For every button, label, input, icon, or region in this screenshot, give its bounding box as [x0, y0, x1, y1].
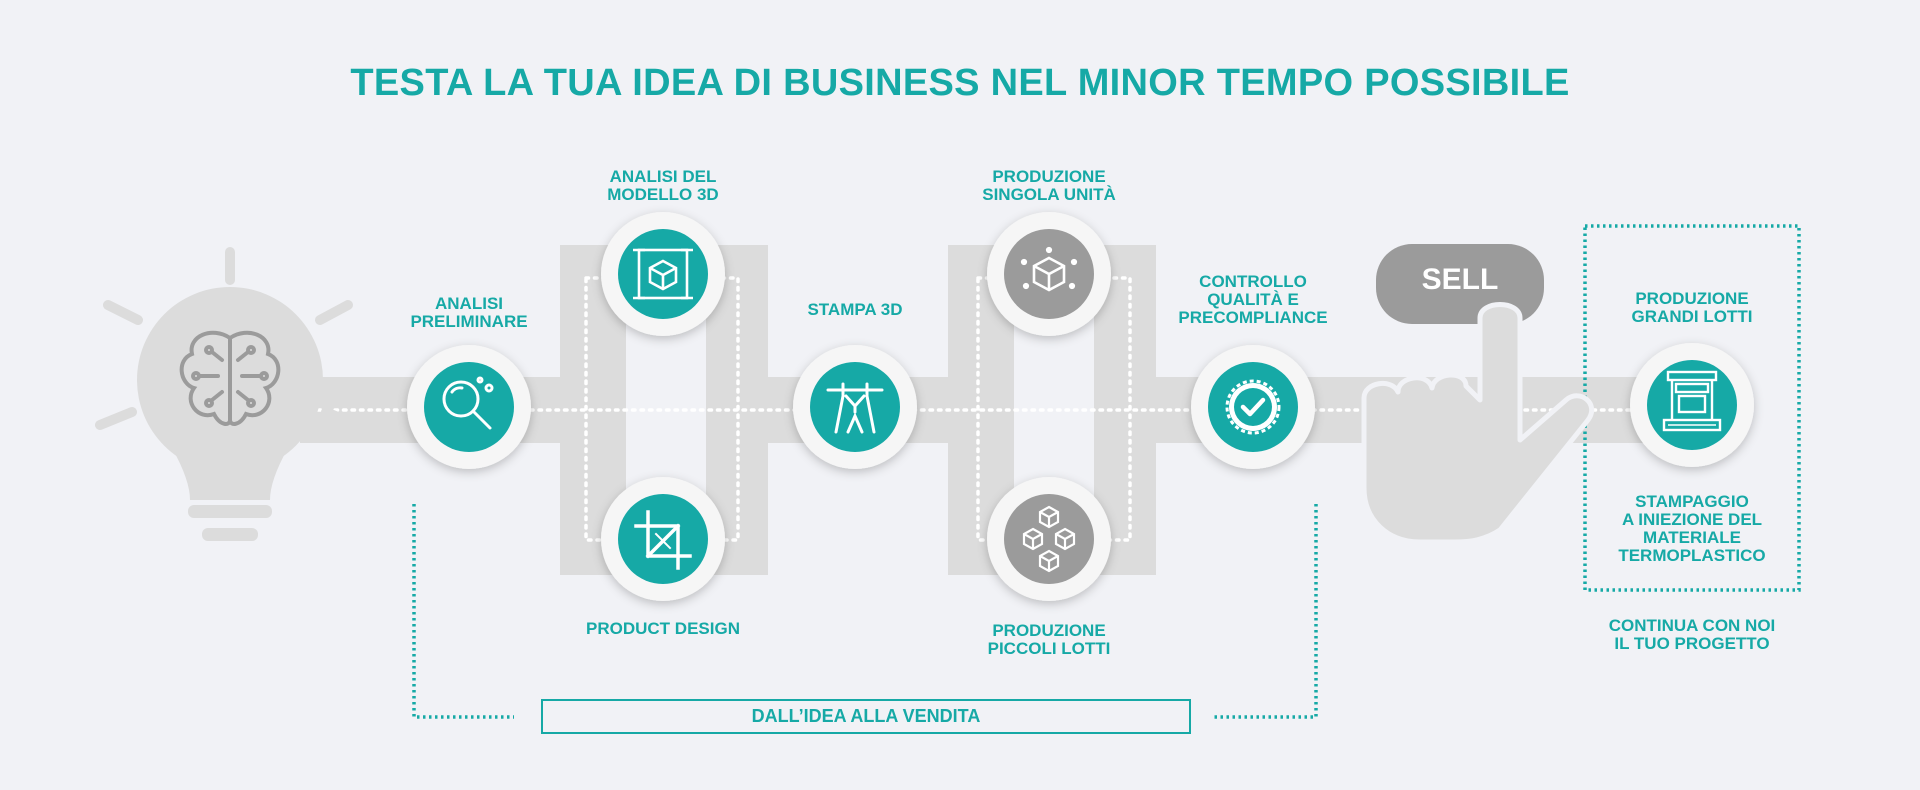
node-controllo — [1191, 345, 1315, 469]
node-grandi-lotti — [1630, 343, 1754, 467]
label-line: PRODUZIONE — [959, 622, 1139, 640]
label-line: PRODUCT DESIGN — [563, 620, 763, 638]
label-stampa-3d: STAMPA 3D — [775, 301, 935, 319]
label-line: PICCOLI LOTTI — [959, 640, 1139, 658]
label-line: A INIEZIONE DEL — [1597, 511, 1787, 529]
label-singola-unita: PRODUZIONE SINGOLA UNITÀ — [959, 168, 1139, 204]
node-product-design — [601, 477, 725, 601]
label-controllo: CONTROLLO QUALITÀ E PRECOMPLIANCE — [1158, 273, 1348, 327]
pointing-hand-icon — [1364, 305, 1592, 543]
label-line: MATERIALE — [1597, 529, 1787, 547]
label-line: ANALISI DEL — [583, 168, 743, 186]
label-line: STAMPA 3D — [775, 301, 935, 319]
label-line: GRANDI LOTTI — [1597, 308, 1787, 326]
label-analisi-modello: ANALISI DEL MODELLO 3D — [583, 168, 743, 204]
label-line: ANALISI — [389, 295, 549, 313]
label-line: PRODUZIONE — [959, 168, 1139, 186]
label-line: QUALITÀ E — [1158, 291, 1348, 309]
node-analisi-preliminare — [407, 345, 531, 469]
label-line: SINGOLA UNITÀ — [959, 186, 1139, 204]
label-grandi-lotti: PRODUZIONE GRANDI LOTTI — [1597, 290, 1787, 326]
sell-label: SELL — [1376, 263, 1544, 297]
node-singola-unita — [987, 212, 1111, 336]
label-continua: CONTINUA CON NOI IL TUO PROGETTO — [1582, 617, 1802, 653]
label-line: CONTROLLO — [1158, 273, 1348, 291]
node-stampa-3d — [793, 345, 917, 469]
label-line: CONTINUA CON NOI — [1582, 617, 1802, 635]
label-line: STAMPAGGIO — [1597, 493, 1787, 511]
label-line: IL TUO PROGETTO — [1582, 635, 1802, 653]
label-line: TERMOPLASTICO — [1597, 547, 1787, 565]
node-analisi-modello — [601, 212, 725, 336]
label-stampaggio: STAMPAGGIO A INIEZIONE DEL MATERIALE TER… — [1597, 493, 1787, 565]
label-analisi-preliminare: ANALISI PRELIMINARE — [389, 295, 549, 331]
label-line: PRECOMPLIANCE — [1158, 309, 1348, 327]
label-piccoli-lotti: PRODUZIONE PICCOLI LOTTI — [959, 622, 1139, 658]
lightbulb-brain-icon — [100, 252, 356, 541]
label-product-design: PRODUCT DESIGN — [563, 620, 763, 638]
label-line: PRELIMINARE — [389, 313, 549, 331]
node-piccoli-lotti — [987, 477, 1111, 601]
bottom-caption: DALL’IDEA ALLA VENDITA — [541, 699, 1191, 734]
label-line: MODELLO 3D — [583, 186, 743, 204]
label-line: PRODUZIONE — [1597, 290, 1787, 308]
